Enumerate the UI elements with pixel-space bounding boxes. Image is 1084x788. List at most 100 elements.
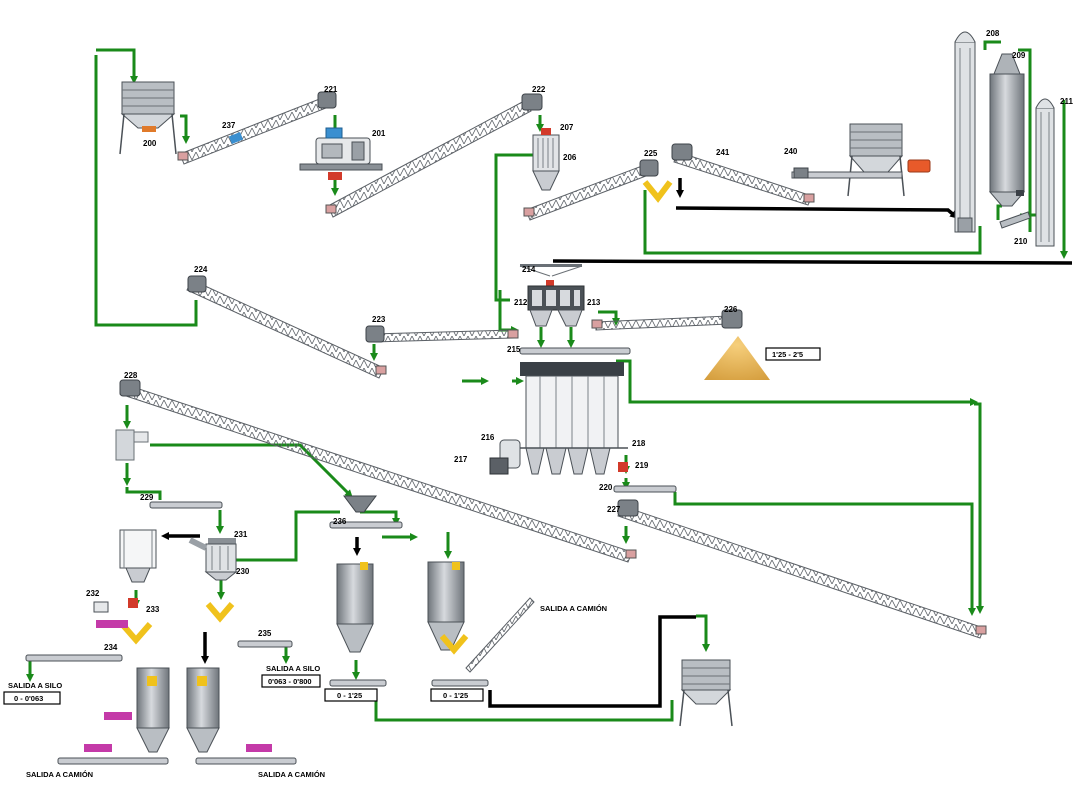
screw-silo-b (431, 679, 489, 687)
label-218: 218 (632, 439, 646, 448)
label-212: 212 (514, 298, 528, 307)
label-240: 240 (784, 147, 798, 156)
baghouse-filter (489, 362, 628, 475)
silo-209 (988, 53, 1026, 207)
label-211: 211 (1060, 97, 1073, 106)
screw-229 (149, 501, 223, 509)
conveyor-223 (365, 325, 519, 343)
screw-215 (519, 347, 631, 355)
screen-210 (999, 211, 1031, 229)
flow-line (494, 153, 533, 302)
label-223: 223 (372, 315, 386, 324)
flow-line (1018, 48, 1032, 232)
screw-235 (237, 640, 293, 648)
salida-camion-left-label: SALIDA A CAMIÓN (26, 770, 93, 779)
flow-line (235, 510, 340, 562)
equipment-numbers: 200 201 206 207 208 209 210 211 212 213 … (86, 29, 1073, 652)
flow-line (996, 204, 1002, 220)
label-241: 241 (716, 148, 730, 157)
label-226: 226 (724, 305, 738, 314)
conveyor-228 (119, 379, 637, 563)
screen-212-213 (519, 264, 585, 327)
flow-line (125, 487, 162, 500)
label-206: 206 (563, 153, 577, 162)
salida-silo-mid-label: SALIDA A SILO (266, 664, 320, 673)
label-221: 221 (324, 85, 338, 94)
label-228: 228 (124, 371, 138, 380)
flow-line (974, 402, 984, 614)
salida-camion-right-label: SALIDA A CAMIÓN (258, 770, 325, 779)
conveyor-237 (177, 91, 337, 165)
flow-line (983, 40, 1001, 50)
flow-line (96, 48, 138, 84)
label-231: 231 (234, 530, 248, 539)
hopper-236 (343, 495, 377, 513)
range-silo-a-label: 0 - 1'25 (337, 691, 362, 700)
flow-line (598, 310, 620, 326)
flow-line (643, 190, 982, 255)
salida-camion-top-label: SALIDA A CAMIÓN (540, 604, 607, 613)
label-220: 220 (599, 483, 613, 492)
silo-a (336, 562, 374, 653)
bucket-elevator-211 (1035, 98, 1055, 247)
bin-truck-loadout (679, 659, 733, 727)
label-230: 230 (236, 567, 250, 576)
flow-line (616, 359, 978, 406)
conveyor-225 (523, 159, 673, 221)
magenta-markers (84, 620, 272, 752)
label-210: 210 (1014, 237, 1028, 246)
screw-bottom-right (195, 757, 297, 765)
flow-line (696, 614, 710, 652)
label-235: 235 (258, 629, 272, 638)
label-219: 219 (635, 461, 649, 470)
flow-line (360, 510, 400, 526)
conveyors (119, 91, 987, 673)
conveyor-226 (591, 309, 743, 331)
conveyor-227 (617, 499, 987, 639)
label-208: 208 (986, 29, 1000, 38)
screw-conveyors (25, 347, 677, 765)
conveyor-241 (671, 143, 815, 206)
label-233: 233 (146, 605, 160, 614)
salida-silo-left-label: SALIDA A SILO (8, 681, 62, 690)
label-237: 237 (222, 121, 236, 130)
label-207: 207 (560, 123, 574, 132)
flow-line (498, 290, 519, 334)
label-214: 214 (522, 265, 536, 274)
range-mid-label: 0'063 - 0'800 (268, 677, 312, 686)
conveyor-salida-camion (465, 597, 535, 673)
range-boxes (3, 347, 821, 705)
bucket-elevator-208 (954, 31, 976, 233)
silo-b (427, 561, 469, 655)
conveyor-224 (186, 275, 387, 379)
separator-228-chute (115, 429, 149, 461)
label-201: 201 (372, 129, 386, 138)
silo-left-pair (136, 667, 220, 753)
range-silo-b-label: 0 - 1'25 (443, 691, 468, 700)
screw-silo-a (329, 679, 387, 687)
label-236: 236 (333, 517, 347, 526)
label-215: 215 (507, 345, 521, 354)
screw-236 (329, 521, 403, 529)
label-216: 216 (481, 433, 495, 442)
black-flow-lines (161, 178, 1073, 708)
label-200: 200 (143, 139, 157, 148)
crusher-201 (299, 127, 383, 180)
range-left-label: 0 - 0'063 (14, 694, 43, 703)
stockpile-226 (704, 336, 770, 380)
flow-line (180, 114, 190, 144)
label-222: 222 (532, 85, 546, 94)
conveyor-222 (325, 93, 543, 218)
bin-240 (791, 123, 931, 197)
cyclone-206 (532, 128, 560, 191)
label-229: 229 (140, 493, 154, 502)
flow-line (675, 206, 959, 219)
screw-220 (613, 485, 677, 493)
flow-line (94, 55, 198, 327)
flow-line (673, 492, 976, 616)
stockpile-range-label: 1'25 - 2'5 (772, 350, 803, 359)
classifier-232-233 (93, 529, 157, 645)
label-217: 217 (454, 455, 468, 464)
label-224: 224 (194, 265, 208, 274)
